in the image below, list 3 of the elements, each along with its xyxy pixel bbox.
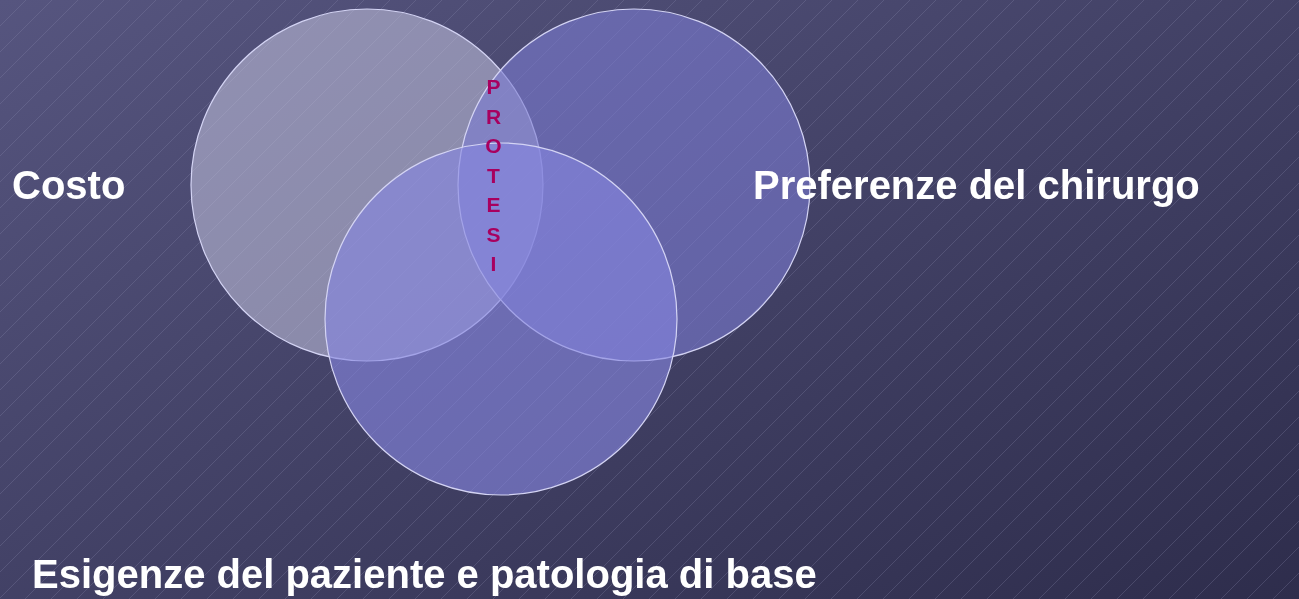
intersection-label: PROTESI [485, 74, 502, 277]
circle-label: Costo [12, 163, 126, 207]
circle-label: Esigenze del paziente e patologia di base [32, 552, 817, 596]
